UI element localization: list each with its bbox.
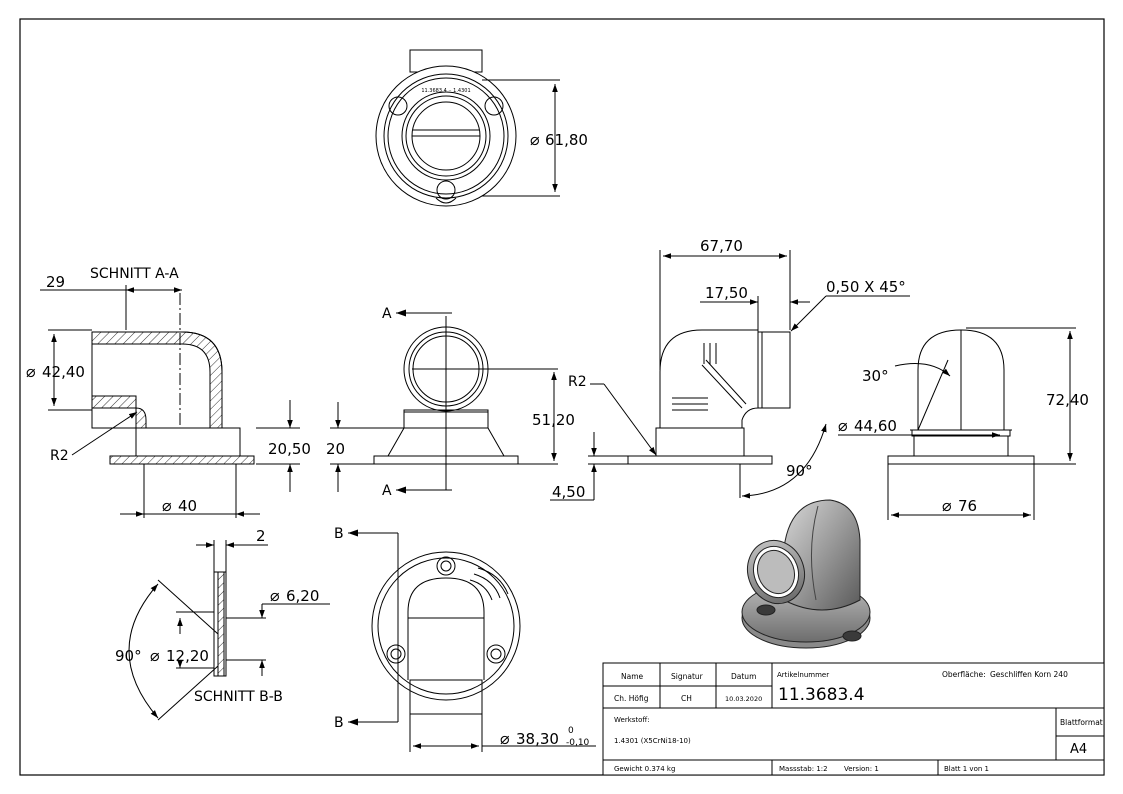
top-view: 11.3683.4 ·· 1.4301 ⌀ 61,80 [375,49,588,207]
front-label-a-top: A [382,306,392,322]
svg-text:11.3683.4 ·· 1.4301: 11.3683.4 ·· 1.4301 [421,88,470,94]
section-bb-view: 2 ⌀ 6,20 ⌀ 12,20 90° SCHNITT B-B [115,527,330,721]
front-view: A A 20 51,20 [326,306,575,499]
tb-oberflaeche: Geschliffen Korn 240 [990,670,1068,679]
sheet-border [19,18,1105,776]
side-dim-90: 90° [786,462,813,480]
title-block: Name Signatur Datum Ch. Höfig CH 10.03.2… [602,662,1105,776]
tb-datum: 10.03.2020 [725,695,762,703]
dim-aa-29: 29 [46,273,65,291]
svg-text:⌀: ⌀ [500,729,510,748]
svg-text:⌀: ⌀ [162,496,172,515]
tb-oberflaeche-label: Oberfläche: [942,670,986,679]
bb-dim-90: 90° [115,647,142,665]
dim-aa-d4240: 42,40 [42,363,85,381]
bb-dim-2: 2 [256,527,266,545]
bottom-label-b-bottom: B [334,715,344,731]
svg-text:⌀: ⌀ [838,416,848,435]
side-view: 67,70 17,50 0,50 X 45° R2 4,50 90° [550,237,910,501]
bottom-label-b-top: B [334,526,344,542]
tb-name: Ch. Höfig [614,694,649,703]
tb-gewicht: Gewicht 0.374 kg [614,765,675,773]
tb-signatur: CH [681,694,692,703]
bottom-view: B B ⌀ 38,30 0 -0,10 [334,526,596,752]
bb-dim-d1220: 12,20 [166,647,209,665]
tb-werkstoff: 1.4301 (X5CrNi18-10) [614,737,691,745]
dim-aa-2050: 20,50 [268,440,311,458]
side-dim-chamfer: 0,50 X 45° [826,278,906,296]
side-dim-450: 4,50 [552,483,585,501]
tb-version: Version: 1 [844,765,879,773]
bottom-dim-d3830: 38,30 [516,730,559,748]
section-bb-title: SCHNITT B-B [194,689,283,705]
dim-aa-d40: 40 [178,497,197,515]
side-dim-1750: 17,50 [705,284,748,302]
tb-h-signatur: Signatur [671,672,704,681]
right-dim-d4460: 44,60 [854,417,897,435]
front-dim-5120: 51,20 [532,411,575,429]
dim-top-diameter: 61,80 [545,131,588,149]
right-dim-7240: 72,40 [1046,391,1089,409]
section-aa-title: SCHNITT A-A [90,266,179,282]
tb-artikel: 11.3683.4 [778,685,865,705]
right-view: 30° ⌀ 44,60 72,40 ⌀ 76 [838,327,1089,520]
tb-massstab: Massstab: 1:2 [779,765,828,773]
bottom-tol-lower: -0,10 [566,738,590,748]
bottom-tol-upper: 0 [568,726,574,736]
tb-blatt: Blatt 1 von 1 [944,765,989,773]
right-dim-d76: 76 [958,497,977,515]
side-dim-r2: R2 [568,374,587,390]
section-aa-view: SCHNITT A-A 29 ⌀ 42,40 R2 20,50 ⌀ [26,266,311,518]
side-dim-6770: 67,70 [700,237,743,255]
svg-text:⌀: ⌀ [150,646,160,665]
dim-top-diameter-symbol: ⌀ [530,130,540,149]
svg-text:⌀: ⌀ [26,362,36,381]
right-dim-30: 30° [862,367,889,385]
tb-werkstoff-label: Werkstoff: [614,716,650,724]
tb-blattformat-label: Blattformat [1060,718,1103,727]
tb-artikel-label: Artikelnummer [777,671,829,679]
svg-text:⌀: ⌀ [270,586,280,605]
front-label-a-bottom: A [382,483,392,499]
isometric-render [741,499,871,649]
dim-aa-r2: R2 [50,448,69,464]
front-dim-20: 20 [326,440,345,458]
tb-blattformat: A4 [1070,742,1087,757]
tb-h-datum: Datum [731,672,756,681]
bb-dim-d620: 6,20 [286,587,319,605]
tb-h-name: Name [621,672,644,681]
svg-text:⌀: ⌀ [942,496,952,515]
